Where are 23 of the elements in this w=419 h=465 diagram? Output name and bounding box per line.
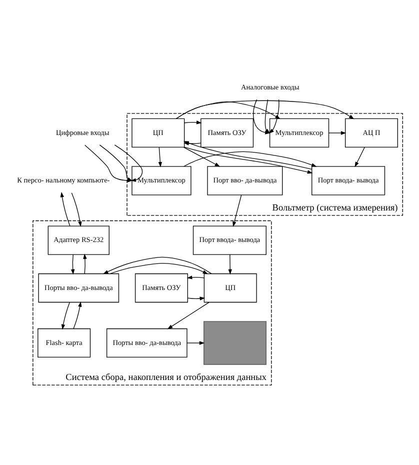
- arrow: [184, 120, 202, 124]
- arrow: [232, 194, 242, 226]
- node-box: [204, 320, 266, 364]
- arrow: [102, 256, 212, 274]
- arrow: [167, 302, 210, 329]
- arrow: [70, 254, 75, 274]
- arrow: [73, 300, 82, 329]
- arrow: [328, 130, 346, 134]
- arrow: [83, 253, 87, 274]
- arrow: [186, 275, 204, 279]
- arrow: [183, 150, 317, 166]
- arrow: [60, 191, 70, 226]
- arrow: [61, 302, 70, 330]
- arrow: [110, 262, 208, 274]
- arrow: [228, 254, 232, 274]
- arrow: [268, 98, 280, 134]
- arrow: [184, 146, 313, 174]
- arrow: [158, 146, 162, 167]
- arrow: [354, 146, 365, 167]
- arrow: [71, 192, 82, 226]
- arrow: [183, 146, 220, 166]
- arrow: [188, 296, 206, 300]
- arrow: [186, 340, 205, 344]
